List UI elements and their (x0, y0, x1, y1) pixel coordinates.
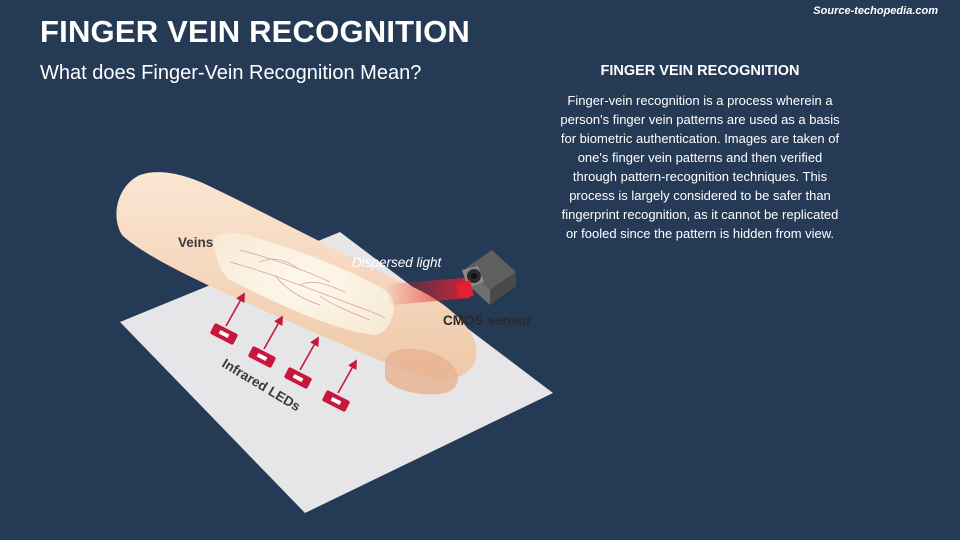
fingernail (385, 348, 458, 395)
infrared-led-icon (322, 390, 350, 412)
infrared-led-icon (248, 346, 276, 368)
label-veins: Veins (178, 235, 213, 250)
label-dispersed-light: Dispersed light (352, 255, 443, 270)
cmos-sensor-icon (456, 250, 516, 305)
dispersed-light-beam (385, 278, 470, 305)
vein-lines (229, 249, 386, 321)
page-subtitle: What does Finger-Vein Recognition Mean? (40, 62, 422, 84)
finger-illustration (116, 172, 477, 395)
sensor-plate (120, 232, 553, 513)
infrared-led-icon (284, 367, 312, 389)
label-cmos-sensor: CMOS sensor (443, 313, 532, 328)
infrared-led-icon (210, 323, 238, 345)
info-heading: FINGER VEIN RECOGNITION (600, 63, 800, 79)
infrared-arrows (225, 292, 357, 394)
info-description: Finger-vein recognition is a process whe… (560, 93, 840, 241)
page-title: FINGER VEIN RECOGNITION (40, 14, 471, 49)
infrared-leds (210, 323, 350, 412)
source-credit: Source-techopedia.com (813, 5, 938, 17)
